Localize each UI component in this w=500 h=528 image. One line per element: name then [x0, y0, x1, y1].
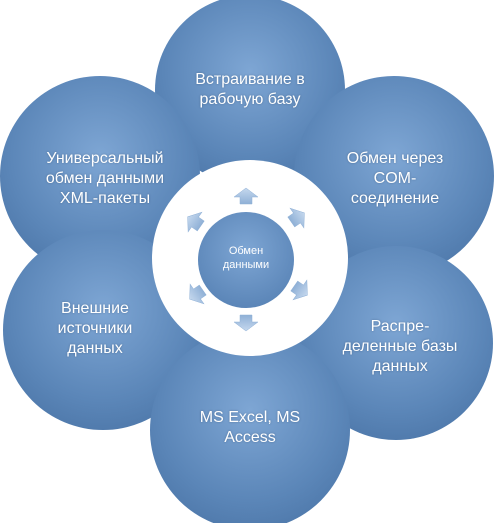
node-circle-top-right — [294, 76, 494, 276]
node-circle-bottom-right — [299, 246, 493, 440]
node-label-bottom-right: Распре- деленные базы данных — [342, 318, 458, 375]
center-label: Обмен данными — [222, 245, 270, 271]
node-circle-bottom-left — [3, 230, 203, 430]
node-circle-top-left — [0, 76, 200, 276]
arrow-top — [233, 187, 259, 205]
node-label-top-left: Универсальный обмен данными XML-пакеты — [45, 150, 165, 207]
node-circle-bottom — [150, 330, 350, 528]
node-label-bottom: MS Excel, MS Access — [199, 409, 301, 446]
arrow-upper-right — [287, 207, 305, 229]
node-label-top: Встраивание в рабочую базу — [195, 71, 305, 108]
arrow-bottom — [233, 314, 259, 332]
node-label-bottom-left: Внешние источники данных — [57, 300, 133, 357]
center-circle — [198, 212, 294, 308]
arrow-lower-left — [189, 283, 207, 305]
arrow-lower-right — [290, 279, 308, 301]
node-circle-top — [155, 0, 345, 185]
arrow-upper-left — [187, 211, 205, 233]
node-label-top-right: Обмен через COM- соединение — [346, 150, 444, 207]
